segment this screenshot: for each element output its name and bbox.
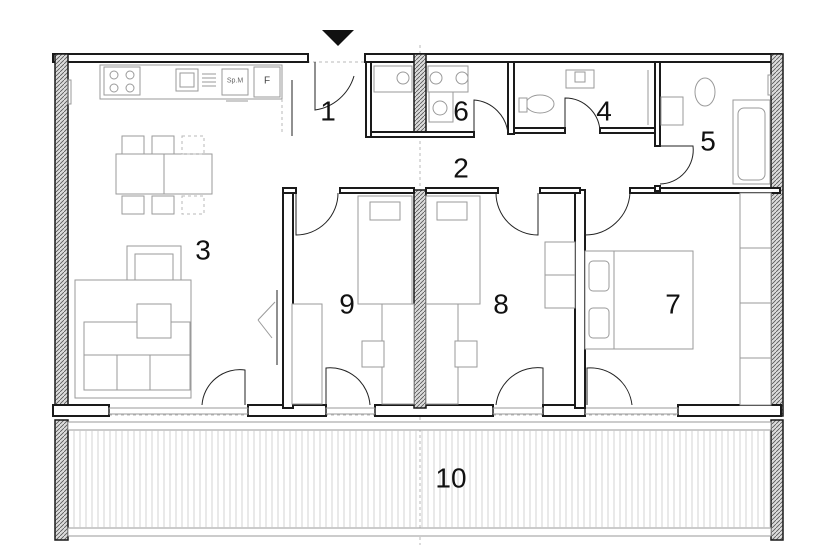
- room-label-10: 10: [435, 463, 466, 494]
- living-area: [74, 245, 276, 399]
- room-label-8: 8: [493, 289, 509, 320]
- entrance-arrow-icon: [322, 30, 354, 46]
- dining-set: [115, 135, 213, 215]
- bedroom-7-furniture: [584, 192, 772, 406]
- room-label-7: 7: [665, 289, 681, 320]
- doors: [201, 62, 694, 406]
- combi-oven-icon: [221, 68, 249, 96]
- wc-4-fixtures: [518, 69, 649, 125]
- stove-icon: [103, 66, 141, 96]
- room-label-4: 4: [596, 96, 612, 127]
- balcony-slats: [73, 430, 771, 528]
- room-label-5: 5: [700, 126, 716, 157]
- fridge-icon: [253, 66, 281, 98]
- balcony: [54, 419, 784, 541]
- room-label-1: 1: [320, 96, 336, 127]
- room-label-9: 9: [339, 289, 355, 320]
- dishwasher-icon: [202, 73, 216, 87]
- bathroom-5-fixtures: [660, 77, 771, 185]
- bedroom-9-furniture: [291, 195, 415, 405]
- outer-walls: [52, 53, 784, 417]
- kitchen: Sp.M F: [99, 64, 293, 136]
- room-label-3: 3: [195, 235, 211, 266]
- room-label-6: 6: [453, 96, 469, 127]
- windows: [67, 74, 772, 415]
- wc-6-fixtures: [373, 65, 469, 123]
- interior-walls: [282, 53, 781, 409]
- bedroom-8-furniture: [425, 195, 576, 405]
- fridge-label: F: [264, 76, 270, 87]
- room-label-2: 2: [453, 153, 469, 184]
- combi-oven-label: Sp.M: [227, 78, 244, 85]
